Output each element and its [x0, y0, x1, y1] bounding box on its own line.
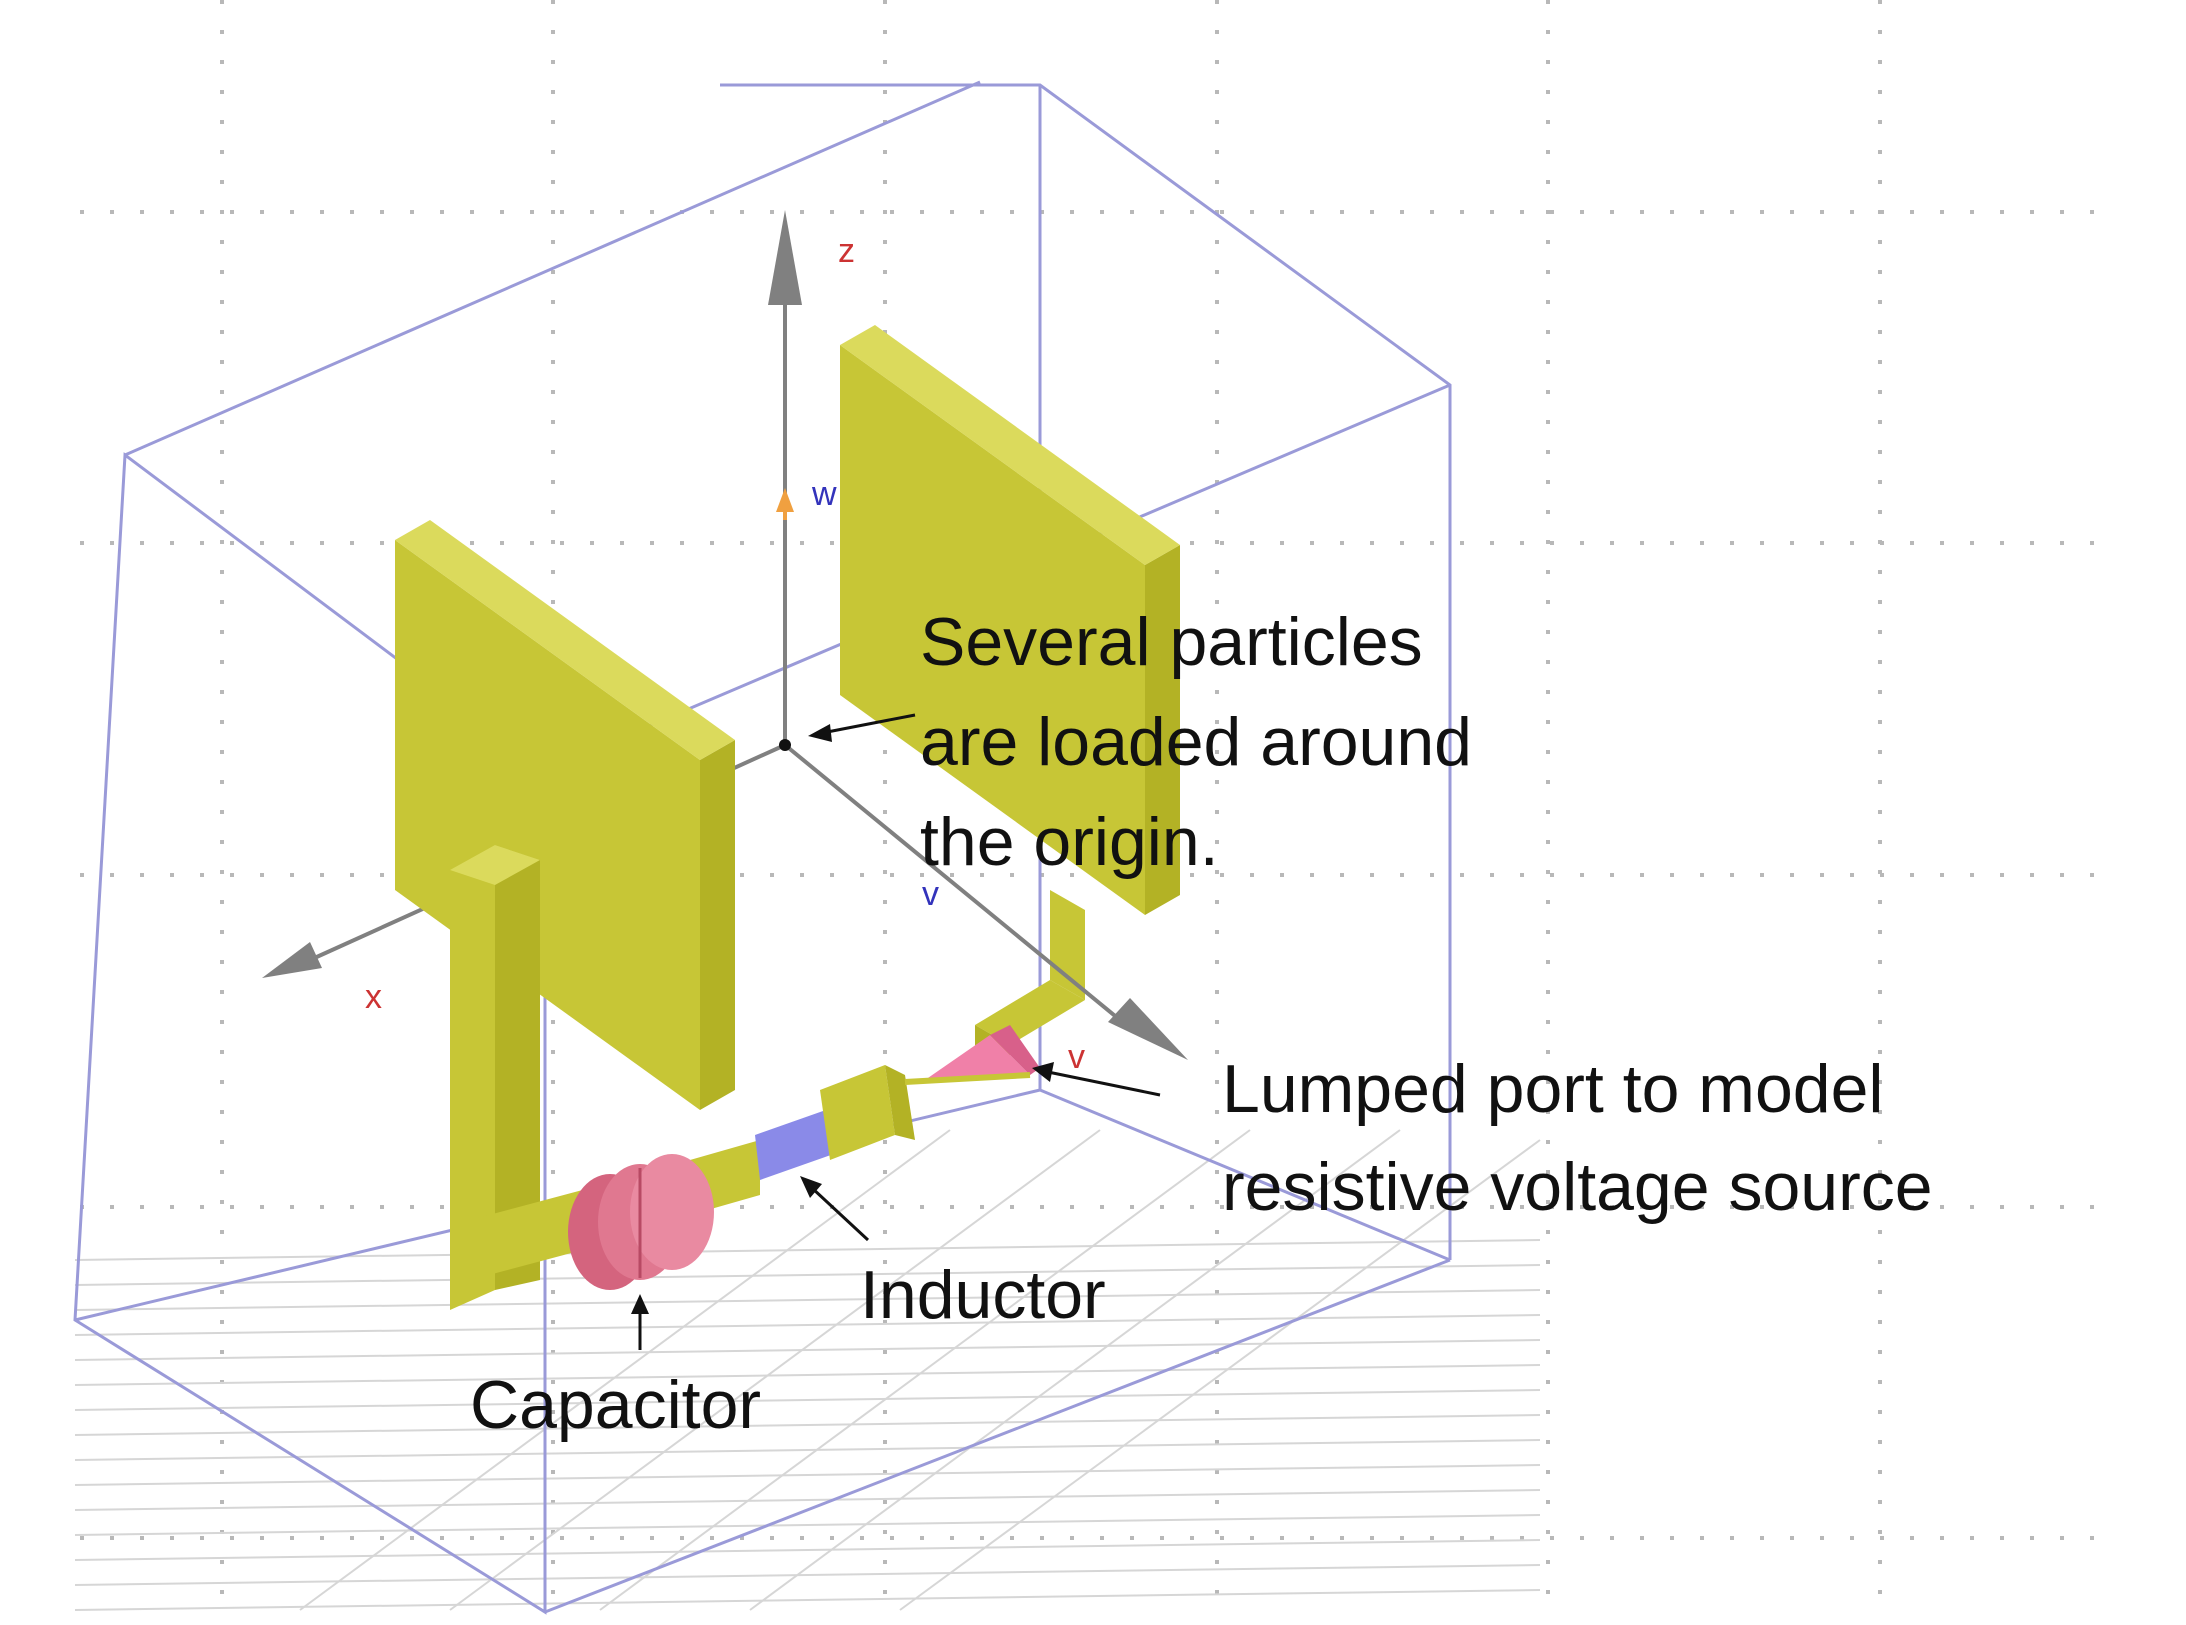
back-plate: [840, 325, 1180, 915]
axes: x z w v v: [262, 210, 1188, 1076]
lumped-port: [904, 1025, 1040, 1085]
capacitor: [568, 1154, 714, 1290]
y-axis-arrowhead: [1108, 998, 1188, 1060]
back-plate-front-face: [840, 345, 1145, 915]
port-leader: [1047, 1070, 1161, 1097]
port-leader-head: [1032, 1062, 1054, 1082]
back-plate-top-face: [840, 325, 1180, 565]
w-axis-arrowhead: [776, 488, 794, 512]
left-feed-line: [450, 845, 760, 1310]
x-axis-arrowhead: [262, 942, 322, 978]
inductor-leader-head: [800, 1176, 822, 1198]
annotation-port-line-1: Lumped port to model: [1222, 1051, 1884, 1127]
particles-leader-head: [808, 724, 832, 742]
annotation-particles: Several particles are loaded around the …: [920, 604, 1491, 880]
capacitor-leader-head: [631, 1294, 649, 1314]
annotation-particles-line-2: are loaded around: [920, 704, 1472, 780]
annotation-port-line-2: resistive voltage source: [1222, 1149, 1933, 1225]
axis-label-v-port: v: [1068, 1038, 1085, 1076]
annotation-particles-line-1: Several particles: [920, 604, 1423, 680]
axis-label-v: v: [922, 875, 939, 913]
annotation-capacitor: Capacitor: [470, 1367, 761, 1443]
axis-label-w: w: [811, 475, 837, 513]
front-plate-top-face: [395, 520, 735, 760]
dotted-grid: [80, 0, 2110, 1620]
inductor-leader: [810, 1186, 870, 1242]
axis-label-z: z: [838, 232, 855, 270]
annotation-inductor: Inductor: [860, 1257, 1106, 1333]
annotation-particles-line-3: the origin.: [920, 804, 1219, 880]
leader-arrows: [631, 713, 1161, 1350]
particles-leader: [821, 713, 916, 735]
front-plate: [395, 520, 735, 1110]
z-axis-arrowhead: [768, 210, 802, 305]
y-axis-line: [783, 743, 1122, 1022]
front-plate-front-face: [395, 540, 700, 1110]
back-plate-side-face: [1145, 545, 1180, 915]
origin-point: [779, 739, 791, 751]
front-plate-side-face: [700, 740, 735, 1110]
axis-label-x: x: [365, 978, 382, 1016]
connector-block: [820, 1065, 915, 1160]
ground-grid: [74, 1129, 1541, 1611]
annotation-port: Lumped port to model resistive voltage s…: [1222, 1051, 1933, 1225]
